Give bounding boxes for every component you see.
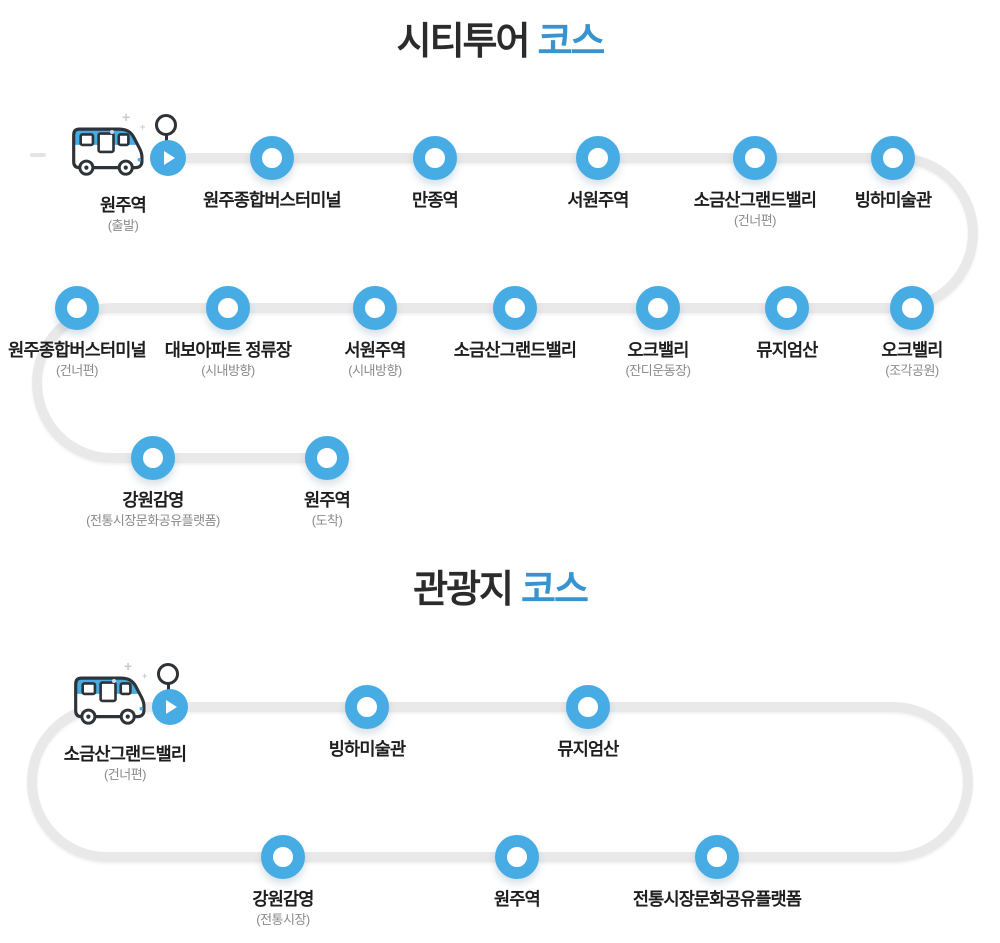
stop-marker-icon	[250, 136, 294, 180]
stop-sub-label: (잔디운동장)	[625, 363, 691, 378]
title-main: 시티투어	[396, 21, 531, 63]
stop-name: 원주종합버스터미널	[8, 340, 147, 360]
stop-name: 빙하미술관	[854, 190, 932, 210]
stop-name: 원주역	[494, 889, 541, 909]
play-button-icon	[152, 689, 188, 725]
sparkle-icon: +	[122, 109, 131, 125]
title-accent: 코스	[537, 21, 605, 63]
stop-name: 오크밸리	[881, 340, 943, 360]
stop-name: 원주역	[304, 490, 351, 510]
stop-marker-icon	[495, 835, 539, 879]
stop-name: 전통시장문화공유플랫폼	[632, 889, 802, 909]
stop-marker-icon	[206, 286, 250, 330]
play-button-icon	[150, 140, 186, 176]
stop-sub-label: (시내방향)	[201, 363, 255, 378]
stop-name: 강원감영	[252, 889, 314, 909]
stop-name: 뮤지엄산	[756, 340, 818, 360]
stop-marker-icon	[413, 136, 457, 180]
start-stop-sub: (출발)	[107, 218, 139, 233]
sparkle-dot-icon	[112, 679, 116, 683]
stop-sub-label: (조각공원)	[885, 363, 939, 378]
stop-sub-label: (전통시장문화공유플랫폼)	[86, 513, 220, 528]
stop-name: 오크밸리	[627, 340, 689, 360]
stop-marker-icon	[55, 286, 99, 330]
stop-name: 원주종합버스터미널	[203, 190, 342, 210]
stop-marker-icon	[305, 436, 349, 480]
stop-sub-label: (도착)	[311, 513, 343, 528]
stop-name: 빙하미술관	[328, 739, 406, 759]
decor-dash	[30, 153, 46, 157]
bus-icon	[74, 676, 146, 725]
pin-stem-icon	[164, 135, 168, 144]
pin-icon	[157, 663, 179, 685]
stop-marker-icon	[733, 136, 777, 180]
stop-marker-icon	[871, 136, 915, 180]
stop-marker-icon	[345, 685, 389, 729]
stop-name: 대보아파트 정류장	[164, 340, 292, 360]
stop-marker-icon	[566, 685, 610, 729]
sparkle-dot-icon	[110, 130, 114, 134]
stop-marker-icon	[353, 286, 397, 330]
stop-marker-icon	[765, 286, 809, 330]
sparkle-icon: +	[142, 671, 148, 681]
stop-sub-label: (시내방향)	[348, 363, 402, 378]
stop-name: 만종역	[412, 190, 459, 210]
start-stop-name: 원주역	[100, 195, 147, 215]
title-accent: 코스	[520, 569, 589, 611]
sparkle-icon: +	[124, 658, 133, 674]
stop-marker-icon	[261, 835, 305, 879]
sparkle-icon: +	[140, 122, 146, 132]
stop-name: 뮤지엄산	[557, 739, 619, 759]
stop-marker-icon	[576, 136, 620, 180]
start-stop-sub: (건너편)	[103, 767, 147, 782]
stop-marker-icon	[890, 286, 934, 330]
stop-marker-icon	[131, 436, 175, 480]
pin-icon	[155, 114, 177, 136]
pin-stem-icon	[166, 684, 170, 693]
stop-name: 강원감영	[122, 490, 184, 510]
stop-name: 소금산그랜드밸리	[693, 190, 817, 210]
stop-sub-label: (건너편)	[55, 363, 99, 378]
stop-name: 소금산그랜드밸리	[453, 340, 577, 360]
stop-marker-icon	[493, 286, 537, 330]
stop-marker-icon	[695, 835, 739, 879]
stop-name: 서원주역	[567, 190, 629, 210]
stop-sub-label: (건너편)	[733, 213, 777, 228]
start-stop-name: 소금산그랜드밸리	[63, 744, 187, 764]
stop-marker-icon	[636, 286, 680, 330]
bus-icon	[72, 127, 144, 176]
stop-sub-label: (전통시장)	[256, 912, 310, 927]
title-main: 관광지	[413, 569, 514, 611]
stop-name: 서원주역	[344, 340, 406, 360]
